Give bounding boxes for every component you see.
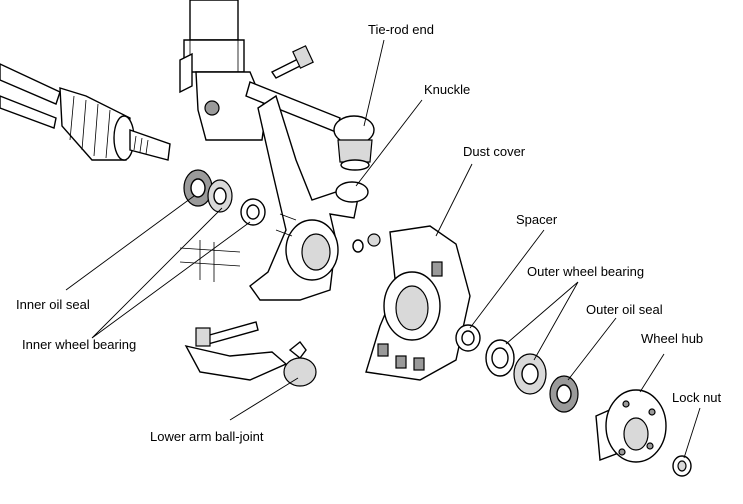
lower-arm-part (179, 240, 317, 387)
leader-lines (65, 39, 701, 459)
outer-bearing-part (485, 339, 547, 395)
label-outer-oil-seal: Outer oil seal (586, 302, 663, 317)
upper-bolt-part (270, 45, 314, 79)
strut-part (179, 0, 267, 141)
label-knuckle: Knuckle (424, 82, 471, 97)
label-inner-oil-seal: Inner oil seal (16, 297, 90, 312)
label-spacer: Spacer (516, 212, 558, 227)
drive-shaft-part (0, 63, 171, 161)
tie-rod-end-part (245, 81, 375, 171)
inner-bearing-group (183, 169, 266, 226)
label-tie-rod-end: Tie-rod end (368, 22, 434, 37)
lock-nut-part (672, 455, 692, 477)
dust-cover-part (365, 225, 471, 381)
label-lower-arm-ball-joint: Lower arm ball-joint (150, 429, 264, 444)
label-outer-wheel-bearing: Outer wheel bearing (527, 264, 645, 279)
outer-oil-seal-part (549, 375, 579, 413)
knuckle-part (249, 94, 369, 301)
washer-nut-part (352, 233, 381, 253)
label-inner-wheel-bearing: Inner wheel bearing (22, 337, 137, 352)
label-dust-cover: Dust cover (463, 144, 526, 159)
wheel-hub-part (595, 389, 667, 463)
spacer-part (455, 324, 481, 352)
label-wheel-hub: Wheel hub (641, 331, 704, 346)
label-lock-nut: Lock nut (672, 390, 722, 405)
